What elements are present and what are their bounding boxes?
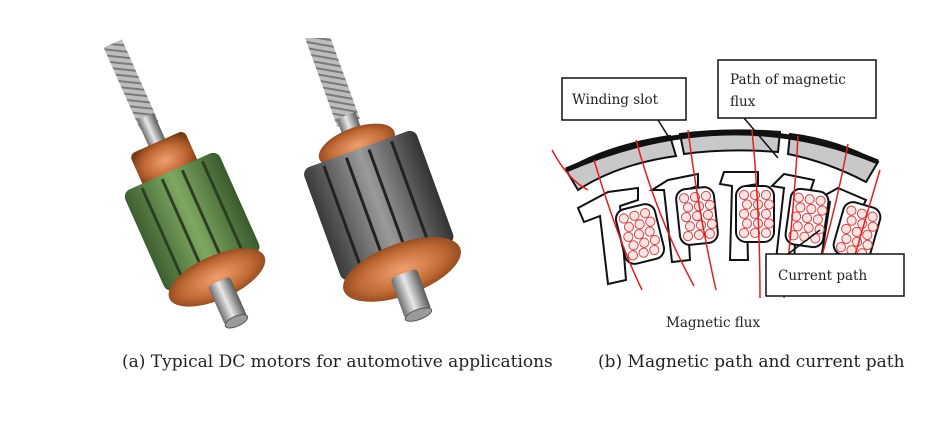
callout-winding-slot: Winding slot [561, 77, 687, 137]
conductor [693, 229, 705, 240]
conductor [702, 209, 714, 220]
conductor [738, 227, 750, 239]
conductor [623, 221, 635, 233]
winding-slot [614, 203, 666, 265]
conductor [801, 212, 813, 224]
conductor [862, 229, 873, 241]
label-flux-path-line2: flux [730, 94, 756, 110]
label-winding-slot: Winding slot [572, 92, 659, 108]
conductor [680, 212, 692, 223]
conductor [803, 222, 814, 233]
conductor [846, 215, 857, 226]
conductor [812, 214, 823, 225]
stator-segments [564, 129, 880, 192]
conductor [841, 223, 852, 235]
conductor [633, 229, 645, 240]
armature-green [103, 39, 266, 329]
conductor [628, 240, 639, 251]
conductor [741, 199, 753, 210]
conductor [629, 210, 640, 221]
conductor [706, 218, 718, 230]
conductor [862, 239, 873, 251]
magnetic-path-diagram: Winding slot Path of magnetic flux Curre… [548, 40, 920, 340]
conductor [695, 220, 707, 231]
conductor [760, 189, 772, 201]
conductor [704, 199, 716, 211]
conductor [749, 189, 761, 201]
conductor [640, 208, 651, 219]
stack-slots [140, 160, 246, 282]
conductor [792, 221, 803, 232]
conductor [682, 230, 694, 242]
conductor [760, 208, 772, 220]
conductor [618, 213, 629, 224]
conductor [645, 216, 656, 227]
conductor [741, 218, 753, 229]
winding-slot [735, 185, 775, 243]
conductor [841, 233, 852, 244]
threaded-shaft [299, 38, 360, 127]
stack-slots [322, 140, 432, 272]
winding-slot [784, 187, 830, 249]
label-current-path: Current path [778, 268, 867, 284]
shaft-end [391, 269, 431, 319]
conductor [682, 202, 694, 213]
conductor [763, 199, 775, 210]
callout-flux-path: Path of magnetic flux [717, 59, 877, 159]
copper-winding-end [168, 248, 266, 307]
conductor [638, 247, 649, 258]
conductor [738, 208, 750, 220]
conductor [867, 221, 878, 232]
conductor [639, 237, 650, 248]
conductor [763, 218, 775, 229]
armature-grey [299, 38, 461, 322]
conductor [623, 231, 634, 243]
conductor [700, 190, 712, 202]
conductor [795, 202, 806, 213]
threaded-shaft [103, 39, 159, 130]
callout-current-path: Current path [765, 229, 905, 297]
conductor [804, 194, 815, 205]
conductor [649, 234, 661, 246]
conductor [835, 242, 847, 253]
caption-right: (b) Magnetic path and current path [598, 352, 905, 372]
conductor [649, 244, 660, 256]
conductor [738, 189, 750, 201]
conductor [644, 226, 655, 237]
conductor [704, 228, 716, 239]
conductor [815, 195, 826, 206]
winding-slots [614, 185, 882, 265]
conductor [867, 211, 878, 222]
stator-outline [565, 130, 879, 173]
winding-slot [832, 201, 882, 261]
conductor [817, 205, 828, 216]
conductor [678, 193, 690, 204]
conductor [846, 205, 857, 216]
conductor [806, 203, 817, 215]
conductor [684, 221, 696, 232]
label-flux-path-line1: Path of magnetic [730, 72, 846, 88]
shaft-end [208, 277, 247, 325]
copper-winding-end [343, 237, 461, 302]
caption-left: (a) Typical DC motors for automotive app… [122, 352, 553, 372]
label-magnetic-flux: Magnetic flux [666, 315, 760, 331]
conductor [627, 250, 639, 261]
conductor [760, 227, 772, 239]
conductor [634, 219, 645, 230]
dc-motor-armatures-photo [36, 38, 522, 330]
